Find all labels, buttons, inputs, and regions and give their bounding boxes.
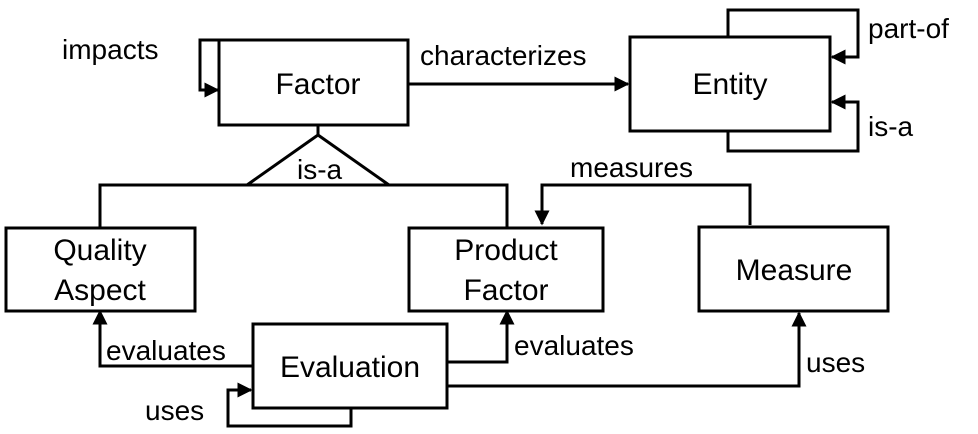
quality-aspect-label-line1: Quality — [53, 234, 146, 267]
entity-is-a-label: is-a — [868, 111, 914, 142]
evaluates-quality-aspect-edge — [92, 309, 253, 368]
evaluation-uses-loop — [226, 382, 353, 428]
uses-measure-label: uses — [806, 347, 865, 378]
measures-label: measures — [570, 152, 693, 183]
is-a-triangle — [242, 133, 394, 187]
product-factor-label-line1: Product — [454, 234, 558, 267]
evaluation-label: Evaluation — [280, 351, 420, 384]
product-factor-label-line2: Factor — [463, 274, 548, 307]
evaluates-quality-aspect-label: evaluates — [106, 335, 226, 366]
evaluation-box — [251, 322, 449, 410]
measures-edge — [534, 183, 752, 226]
is-a-branch-product-factor — [389, 183, 509, 228]
impacts-label: impacts — [62, 34, 158, 65]
quality-aspect-box — [4, 226, 197, 313]
evaluates-product-factor-label: evaluates — [514, 330, 634, 361]
entity-box — [628, 35, 832, 133]
entity-part-of-loop — [726, 8, 860, 65]
factor-is-a-label: is-a — [297, 154, 343, 185]
quality-aspect-label-line2: Aspect — [54, 274, 146, 307]
factor-impacts-loop — [198, 38, 230, 98]
factor-box — [217, 38, 410, 127]
evaluation-uses-self-label: uses — [145, 395, 204, 426]
product-factor-box — [407, 226, 605, 313]
evaluates-product-factor-edge — [447, 309, 515, 364]
is-a-branch-quality-aspect — [98, 183, 247, 228]
entity-label: Entity — [692, 68, 767, 101]
part-of-label: part-of — [868, 13, 949, 44]
factor-label: Factor — [275, 68, 360, 101]
measure-box — [697, 225, 890, 313]
entity-is-a-loop — [726, 94, 860, 153]
characterizes-label: characterizes — [420, 40, 587, 71]
measure-label: Measure — [736, 254, 853, 287]
uses-measure-edge — [447, 311, 807, 388]
